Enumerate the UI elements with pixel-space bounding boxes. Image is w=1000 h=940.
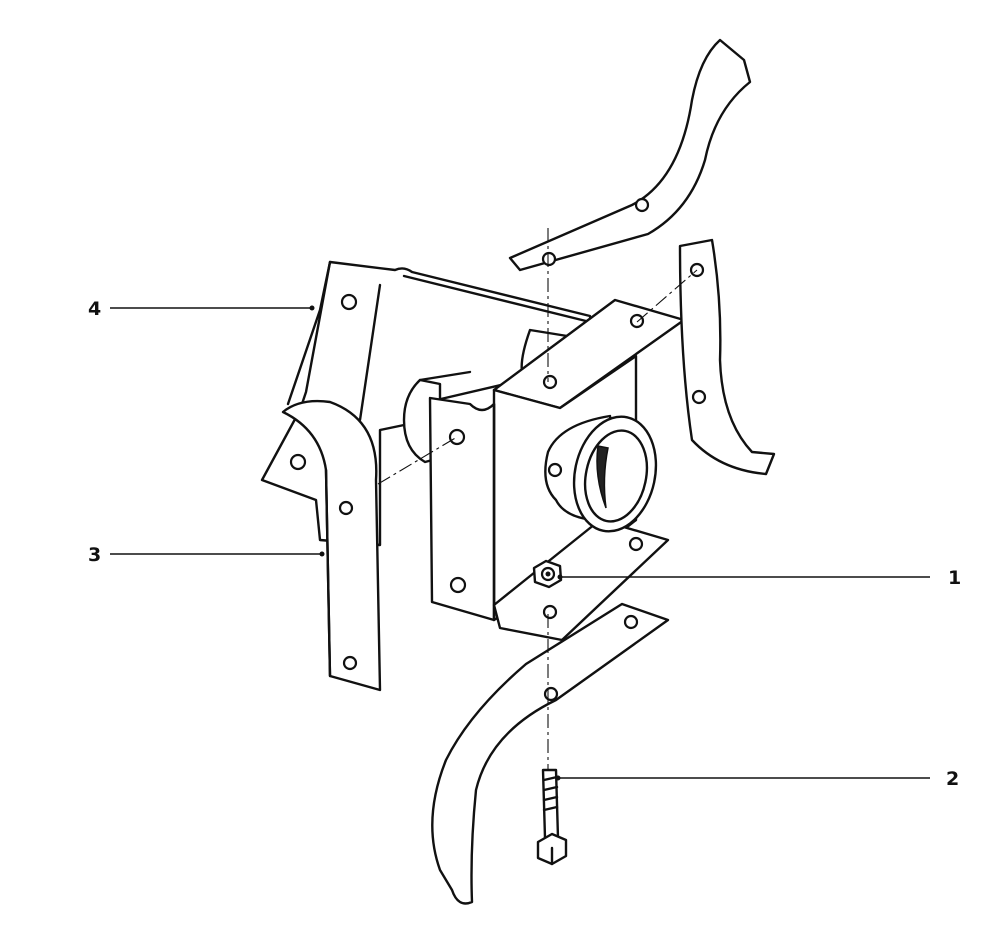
top-plate-hole-2 — [542, 374, 558, 390]
tine-top-hole-1 — [541, 251, 557, 267]
flange-hole-left — [289, 453, 307, 471]
housing-setscrew-hole — [547, 462, 563, 478]
tine-bottom-hole-1 — [623, 614, 639, 630]
tine-left-hole-1 — [338, 500, 354, 516]
center-lines — [377, 228, 698, 770]
tine-left — [281, 399, 382, 692]
top-plate-hole-1 — [629, 313, 645, 329]
bottom-plate-hole-2 — [542, 604, 558, 620]
callout-2: 2 — [555, 768, 959, 790]
front-face-hole-top — [448, 428, 466, 446]
tine-bottom — [431, 602, 670, 905]
tine-left-hole-2 — [342, 655, 358, 671]
callout-1: 1 — [557, 567, 961, 589]
bolt — [536, 768, 568, 866]
nut — [532, 559, 563, 589]
tine-right — [678, 238, 776, 476]
flange-hole-top — [340, 293, 358, 311]
tine-top — [508, 38, 752, 272]
callout-4: 4 — [88, 298, 315, 320]
tine-top-hole-2 — [634, 197, 650, 213]
bearing-housing — [544, 414, 658, 533]
callout-3-label: 3 — [88, 544, 101, 566]
tine-bottom-hole-2 — [543, 686, 559, 702]
callout-2-label: 2 — [946, 768, 959, 790]
bottom-plate-hole-1 — [628, 536, 644, 552]
callout-3: 3 — [88, 544, 325, 566]
front-face-hole-bottom — [449, 576, 467, 594]
callout-4-label: 4 — [88, 298, 101, 320]
callout-1-label: 1 — [948, 567, 961, 589]
tine-right-hole-2 — [691, 389, 707, 405]
